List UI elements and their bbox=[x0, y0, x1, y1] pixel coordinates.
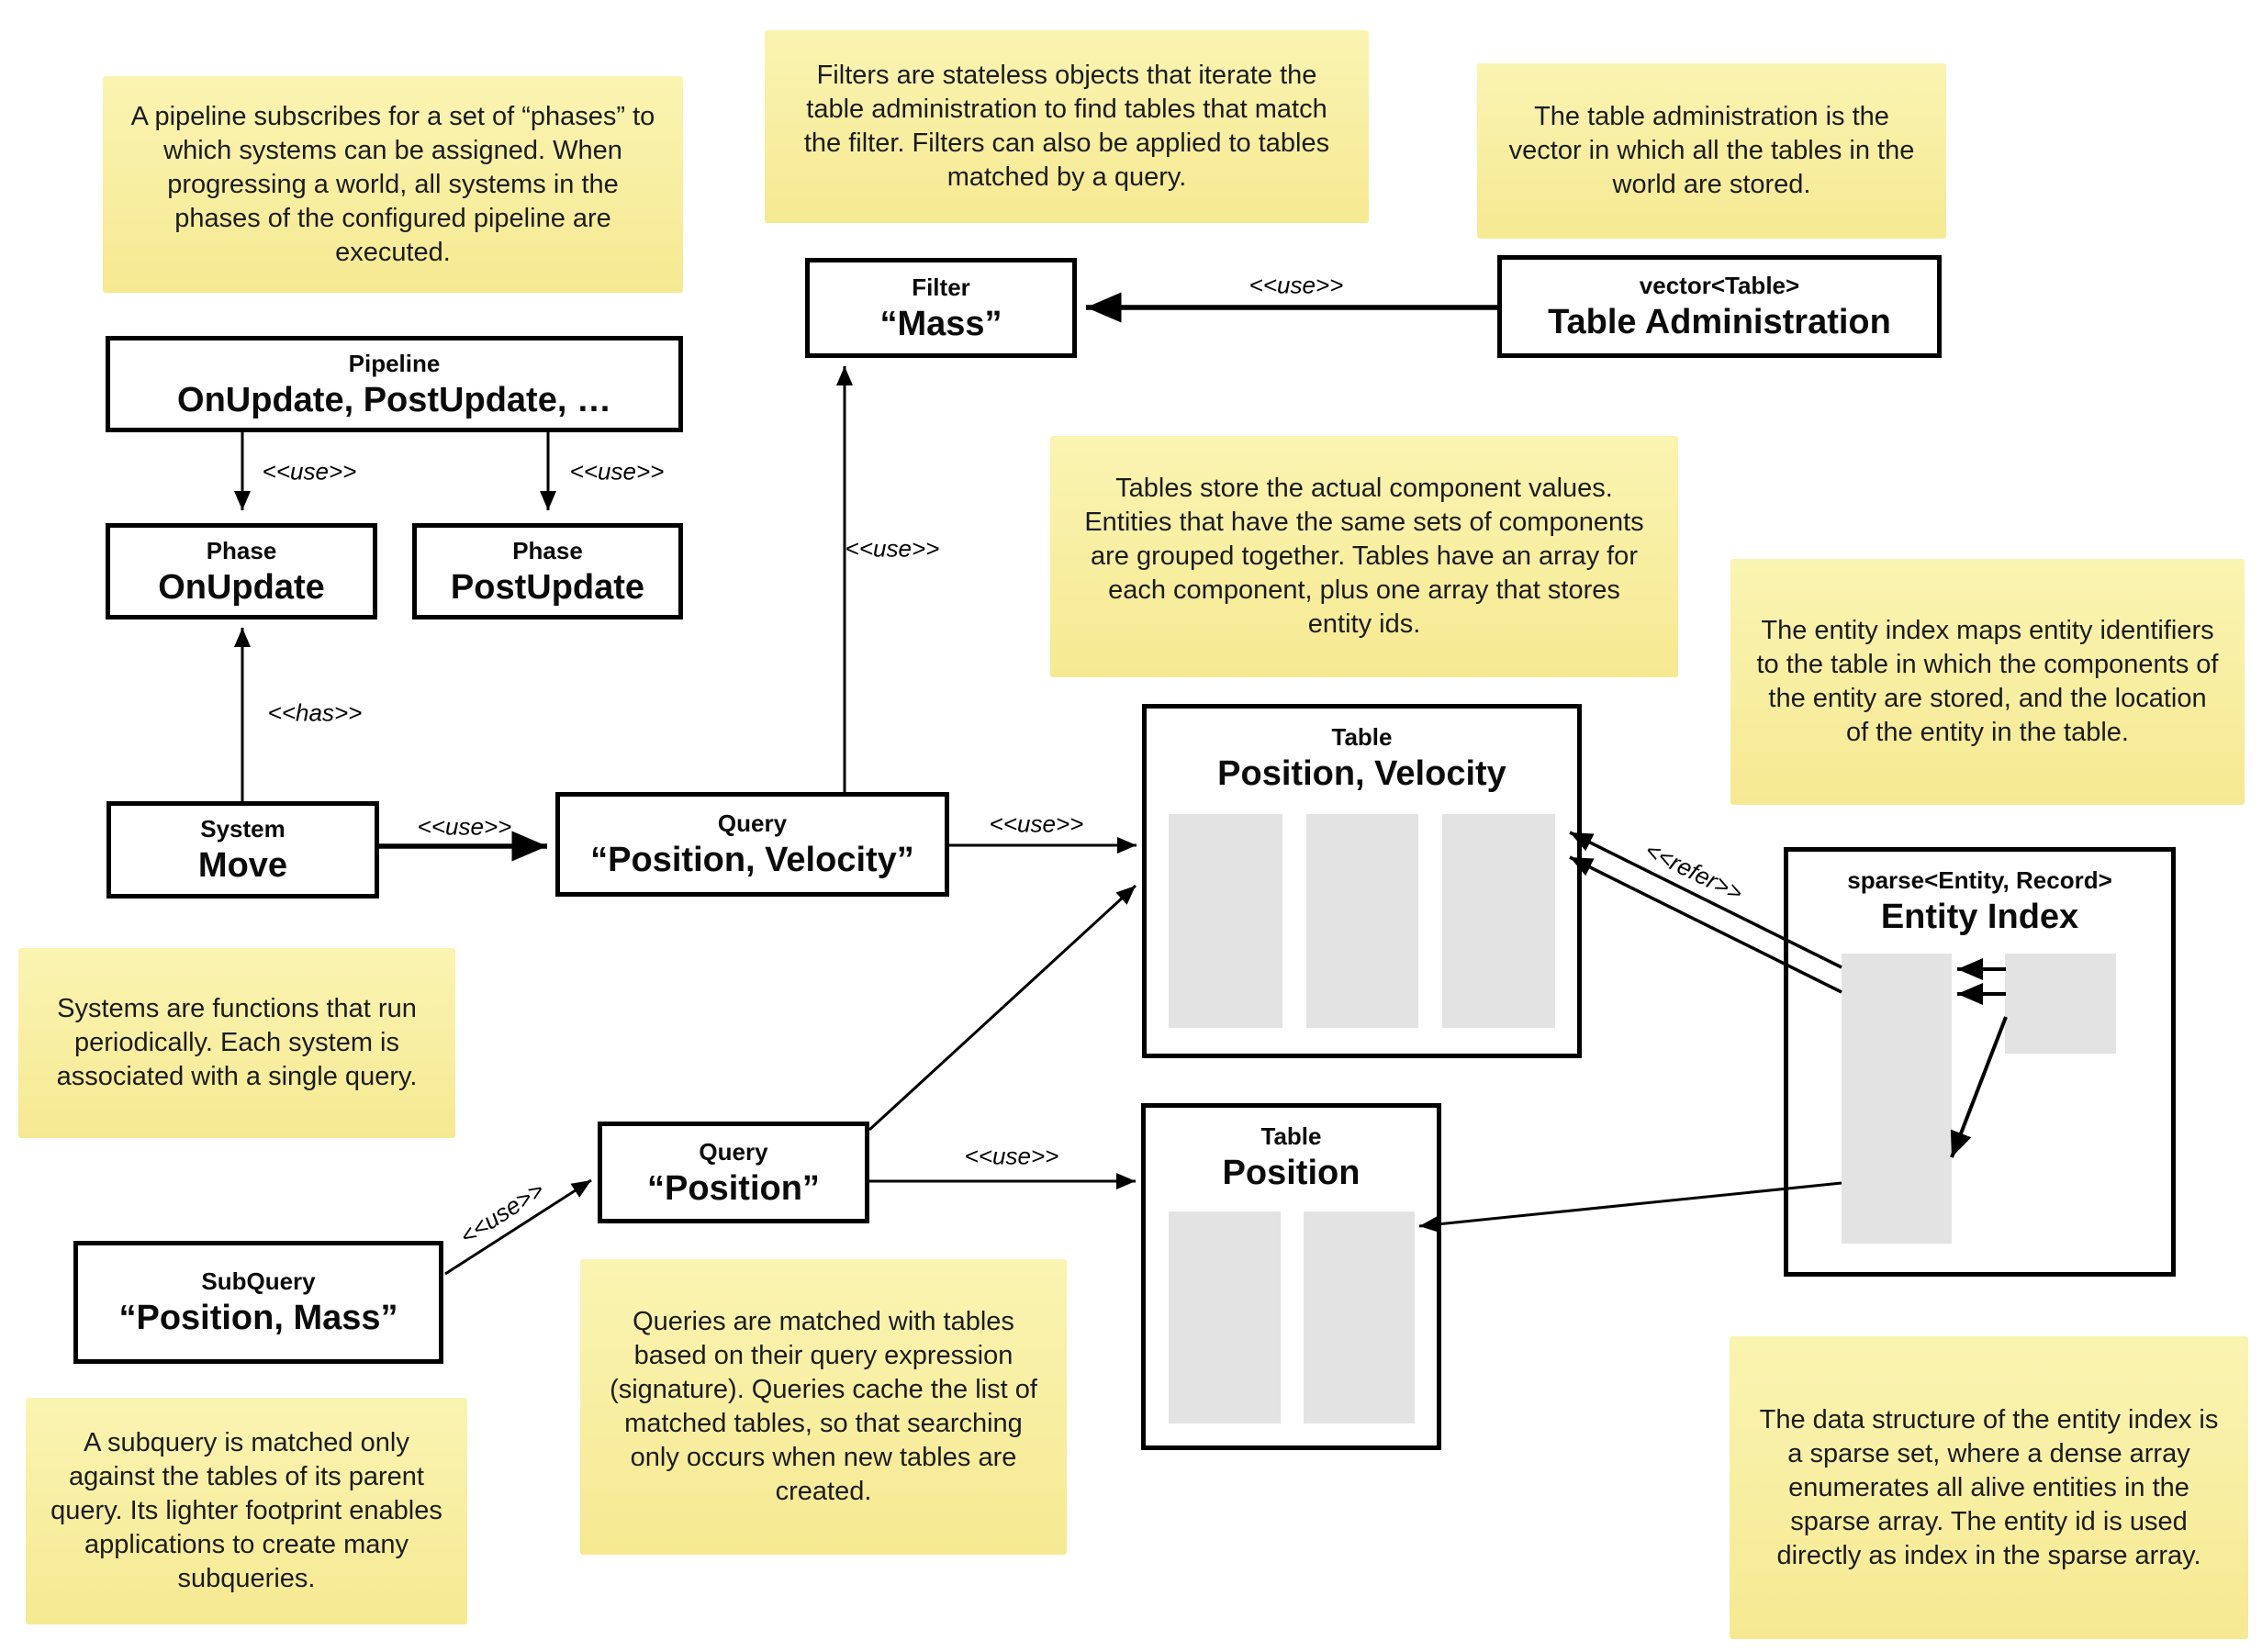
box-system-move-stereotype: System bbox=[200, 815, 286, 843]
note-tables: Tables store the actual component values… bbox=[1050, 436, 1678, 677]
edge-label-use-querypv-tablepv: <<use>> bbox=[989, 809, 1084, 838]
note-filters: Filters are stateless objects that itera… bbox=[765, 30, 1369, 223]
box-entity-index-stereotype: sparse<Entity, Record> bbox=[1847, 866, 2112, 894]
box-entity-index-label: Entity Index bbox=[1880, 898, 2079, 936]
component-array-bar bbox=[1304, 1211, 1415, 1423]
component-array-bar bbox=[1306, 814, 1418, 1028]
edge-label-use-tableadmin-filter: <<use>> bbox=[1249, 271, 1344, 299]
edge-label-use-querypos-tablepos: <<use>> bbox=[964, 1142, 1059, 1170]
box-table-position-velocity-label: Position, Velocity bbox=[1217, 754, 1506, 793]
note-queries: Queries are matched with tables based on… bbox=[580, 1259, 1067, 1555]
edge-label-use-pipeline-postupdate: <<use>> bbox=[569, 457, 665, 486]
edge-querypos-tablepv bbox=[868, 884, 1137, 1132]
box-query-position: Query “Position” bbox=[598, 1122, 869, 1223]
note-entity-index: The entity index maps entity identifiers… bbox=[1730, 559, 2245, 805]
note-subquery: A subquery is matched only against the t… bbox=[26, 1398, 467, 1624]
box-table-administration-label: Table Administration bbox=[1548, 303, 1891, 341]
box-table-position: Table Position bbox=[1141, 1103, 1441, 1450]
box-table-administration: vector<Table> Table Administration bbox=[1497, 255, 1942, 358]
box-entity-index: sparse<Entity, Record> Entity Index bbox=[1784, 847, 2176, 1277]
note-sparse-set: The data structure of the entity index i… bbox=[1730, 1336, 2248, 1639]
box-phase-onupdate-stereotype: Phase bbox=[206, 536, 277, 564]
note-pipeline: A pipeline subscribes for a set of “phas… bbox=[103, 76, 683, 293]
box-phase-onupdate: Phase OnUpdate bbox=[106, 523, 377, 620]
box-phase-postupdate-stereotype: Phase bbox=[512, 536, 583, 564]
box-query-position-stereotype: Query bbox=[699, 1137, 768, 1166]
box-subquery-position-mass-label: “Position, Mass” bbox=[118, 1299, 398, 1337]
component-array-bar bbox=[1169, 1211, 1281, 1423]
box-phase-postupdate: Phase PostUpdate bbox=[412, 523, 683, 620]
box-phase-onupdate-label: OnUpdate bbox=[158, 567, 325, 607]
edge-label-use-move-query: <<use>> bbox=[417, 812, 512, 841]
edge-label-use-pipeline-onupdate: <<use>> bbox=[262, 457, 357, 486]
edge-label-refer: <<refer>> bbox=[1641, 836, 1748, 908]
box-query-position-velocity: Query “Position, Velocity” bbox=[555, 792, 949, 897]
box-query-position-velocity-label: “Position, Velocity” bbox=[590, 841, 914, 879]
box-filter-mass: Filter “Mass” bbox=[805, 258, 1077, 358]
box-filter-mass-stereotype: Filter bbox=[912, 273, 970, 301]
component-array-bar bbox=[1442, 814, 1555, 1028]
box-pipeline-stereotype: Pipeline bbox=[348, 349, 441, 377]
box-subquery-position-mass: SubQuery “Position, Mass” bbox=[73, 1241, 443, 1364]
sparse-array-bar bbox=[1842, 954, 1952, 1244]
box-table-administration-stereotype: vector<Table> bbox=[1639, 272, 1800, 299]
edge-entityindex-tablepos bbox=[1418, 1181, 1842, 1233]
edge-label-use-query-filter: <<use>> bbox=[845, 534, 940, 563]
box-table-position-velocity-stereotype: Table bbox=[1331, 723, 1393, 751]
box-filter-mass-label: “Mass” bbox=[879, 304, 1002, 343]
box-table-position-label: Position bbox=[1222, 1154, 1361, 1192]
edge-label-has: <<has>> bbox=[267, 698, 363, 727]
box-phase-postupdate-label: PostUpdate bbox=[450, 567, 645, 607]
box-system-move-label: Move bbox=[197, 846, 288, 885]
box-table-position-velocity: Table Position, Velocity bbox=[1142, 704, 1582, 1058]
box-query-position-velocity-stereotype: Query bbox=[717, 809, 788, 837]
box-system-move: System Move bbox=[106, 801, 379, 899]
note-table-administration: The table administration is the vector i… bbox=[1477, 63, 1946, 239]
dense-array-bar bbox=[2005, 954, 2116, 1054]
component-array-bar bbox=[1169, 814, 1282, 1028]
box-query-position-label: “Position” bbox=[647, 1168, 820, 1208]
edge-label-use-subquery: <<use>> bbox=[454, 1176, 549, 1251]
box-table-position-stereotype: Table bbox=[1260, 1122, 1322, 1150]
box-pipeline-label: OnUpdate, PostUpdate, … bbox=[177, 380, 611, 419]
box-pipeline: Pipeline OnUpdate, PostUpdate, … bbox=[106, 336, 683, 432]
box-subquery-position-mass-stereotype: SubQuery bbox=[201, 1267, 316, 1295]
note-systems: Systems are functions that run periodica… bbox=[18, 948, 455, 1138]
